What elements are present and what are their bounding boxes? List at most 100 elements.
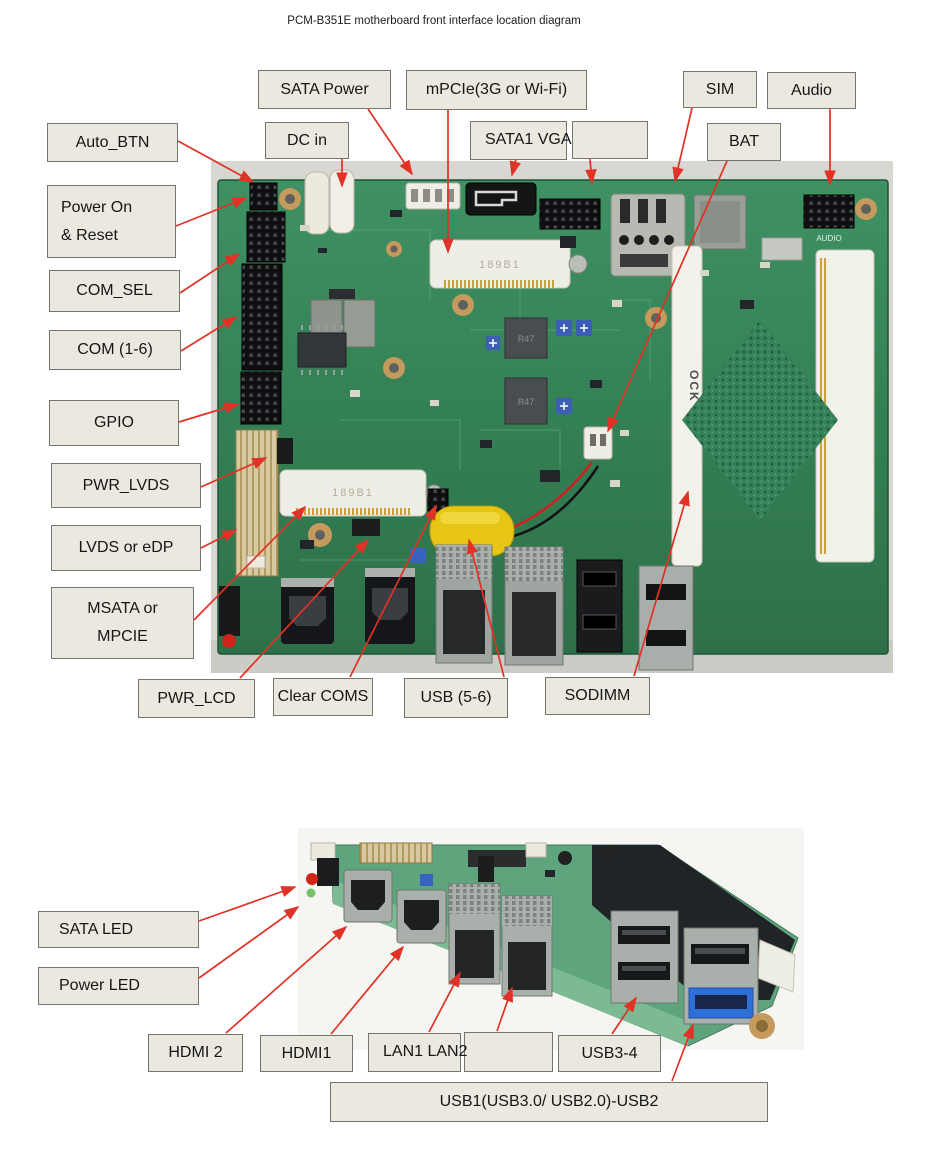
callout-label-line: MSATA or (87, 600, 158, 617)
callout-audio: Audio (767, 72, 856, 109)
callout-power-on-reset: Power On & Reset (47, 185, 176, 258)
lan1-port (448, 883, 501, 985)
usb3-4-ports (610, 910, 679, 1004)
callout-mpcie: mPCIe(3G or Wi-Fi) (406, 70, 587, 110)
r47-silkscreen-bottom: R47 (518, 397, 535, 407)
usb-stack (576, 559, 623, 653)
callout-lan2-box (464, 1032, 553, 1072)
front-board-photo: AUDIO 189B1 (211, 161, 893, 673)
hdmi-port (365, 568, 415, 644)
callout-hdmi1: HDMI1 (260, 1035, 353, 1072)
arrow-power-on-reset (175, 197, 248, 227)
usb1-2-ports (683, 927, 759, 1025)
lvds-connector (235, 429, 279, 577)
sim-holder (610, 193, 686, 277)
callout-lvds-edp: LVDS or eDP (51, 525, 201, 571)
electrolytic-caps (486, 320, 592, 414)
rear-ports (343, 869, 759, 1025)
arrow-power-led (198, 906, 300, 979)
callout-label-line: & Reset (61, 226, 118, 244)
arrow-lan1 (428, 971, 461, 1033)
arrow-pwr-lcd (239, 538, 370, 679)
left-pin-headers (240, 182, 286, 425)
callout-auto-btn: Auto_BTN (47, 123, 178, 162)
audio-silkscreen: AUDIO (816, 234, 841, 243)
callout-dc-in: DC in (265, 122, 349, 159)
sodimm-edge (757, 939, 796, 993)
rear-surface-components (359, 842, 616, 886)
arrow-lan2 (496, 986, 513, 1032)
soic-chip (297, 325, 347, 375)
arrow-com-sel (179, 253, 241, 294)
arrow-gpio (178, 402, 240, 423)
arrow-usb3-4 (611, 996, 637, 1035)
sata-led-component (219, 586, 240, 648)
inductor-top-right (693, 194, 747, 250)
callout-power-led: Power LED (38, 967, 199, 1005)
rear-board-photo (298, 828, 804, 1050)
lan-port (435, 544, 493, 664)
callout-sata1-vga: SATA1 VGA (469, 120, 572, 160)
arrow-bat (607, 160, 728, 433)
arrow-pwr-lvds (200, 457, 268, 488)
arrow-sata-led (198, 886, 297, 922)
vga-header (539, 198, 601, 230)
callout-sodimm: SODIMM (545, 677, 650, 715)
msata-slot: 189B1 (279, 469, 443, 517)
callout-pwr-lcd: PWR_LCD (138, 679, 255, 718)
callout-arrows (175, 107, 836, 1082)
callout-com-1-6: COM (1-6) (49, 330, 181, 370)
arrow-sata1 (509, 158, 521, 177)
sata1-connector (465, 182, 537, 216)
callout-bat: BAT (707, 123, 781, 161)
arrow-sim (672, 107, 693, 183)
arrow-sodimm (633, 490, 690, 677)
callout-gpio: GPIO (49, 400, 179, 446)
rear-mounting-hole (749, 1013, 775, 1039)
callout-clear-coms: Clear COMS (273, 678, 373, 716)
arrow-hdmi1 (330, 945, 405, 1035)
pwr-lvds-jumper (277, 438, 293, 464)
callout-vga-box (572, 121, 648, 159)
arrow-lvds-edp (200, 529, 238, 549)
callout-usb-5-6: USB (5-6) (404, 678, 508, 718)
mpcie-slot: 189B1 (429, 239, 588, 289)
pwr-lcd-jumper (352, 519, 380, 536)
callout-lan1-lan2: LAN1 LAN2 (367, 1032, 468, 1072)
sodimm-socket: OCK KB (671, 237, 875, 567)
msata-slot-silkscreen: 189B1 (332, 487, 374, 499)
dc-in-connector (304, 169, 355, 235)
sata-power-connector (405, 182, 461, 210)
arrow-usb-5-6 (466, 538, 505, 678)
inductors-r47: R47 R47 (486, 317, 592, 425)
arrow-hdmi2 (225, 925, 348, 1034)
callout-label-line: MPCIE (97, 628, 148, 645)
lan2-port (501, 895, 553, 997)
audio-header: AUDIO (803, 194, 855, 243)
callout-usb1-usb2: USB1(USB3.0/ USB2.0)-USB2 (330, 1082, 768, 1122)
arrow-vga (585, 158, 597, 185)
callout-pwr-lvds: PWR_LVDS (51, 463, 201, 508)
arrow-clear-coms (349, 504, 437, 678)
callout-label-line: Power On (61, 198, 133, 216)
arrow-sata-power (367, 108, 413, 176)
rtc-battery (429, 426, 613, 557)
callout-usb3-4: USB3-4 (558, 1035, 661, 1072)
small-components (300, 210, 770, 549)
arrow-auto-btn (177, 140, 255, 183)
hdmi2-port (343, 869, 393, 923)
callout-com-sel: COM_SEL (49, 270, 180, 312)
hdmi1-port (396, 889, 447, 944)
callout-sata-power: SATA Power (258, 70, 391, 109)
arrow-msata (193, 505, 307, 621)
arrow-com-1-6 (180, 316, 238, 352)
hdmi-port (281, 578, 334, 644)
mpcie-slot-silkscreen: 189B1 (479, 259, 521, 271)
callout-sata-led: SATA LED (38, 911, 199, 948)
callout-hdmi2: HDMI 2 (148, 1034, 243, 1072)
usb-stack (638, 565, 694, 671)
arrow-usb1-2 (671, 1023, 694, 1082)
dip-switch (410, 548, 426, 563)
